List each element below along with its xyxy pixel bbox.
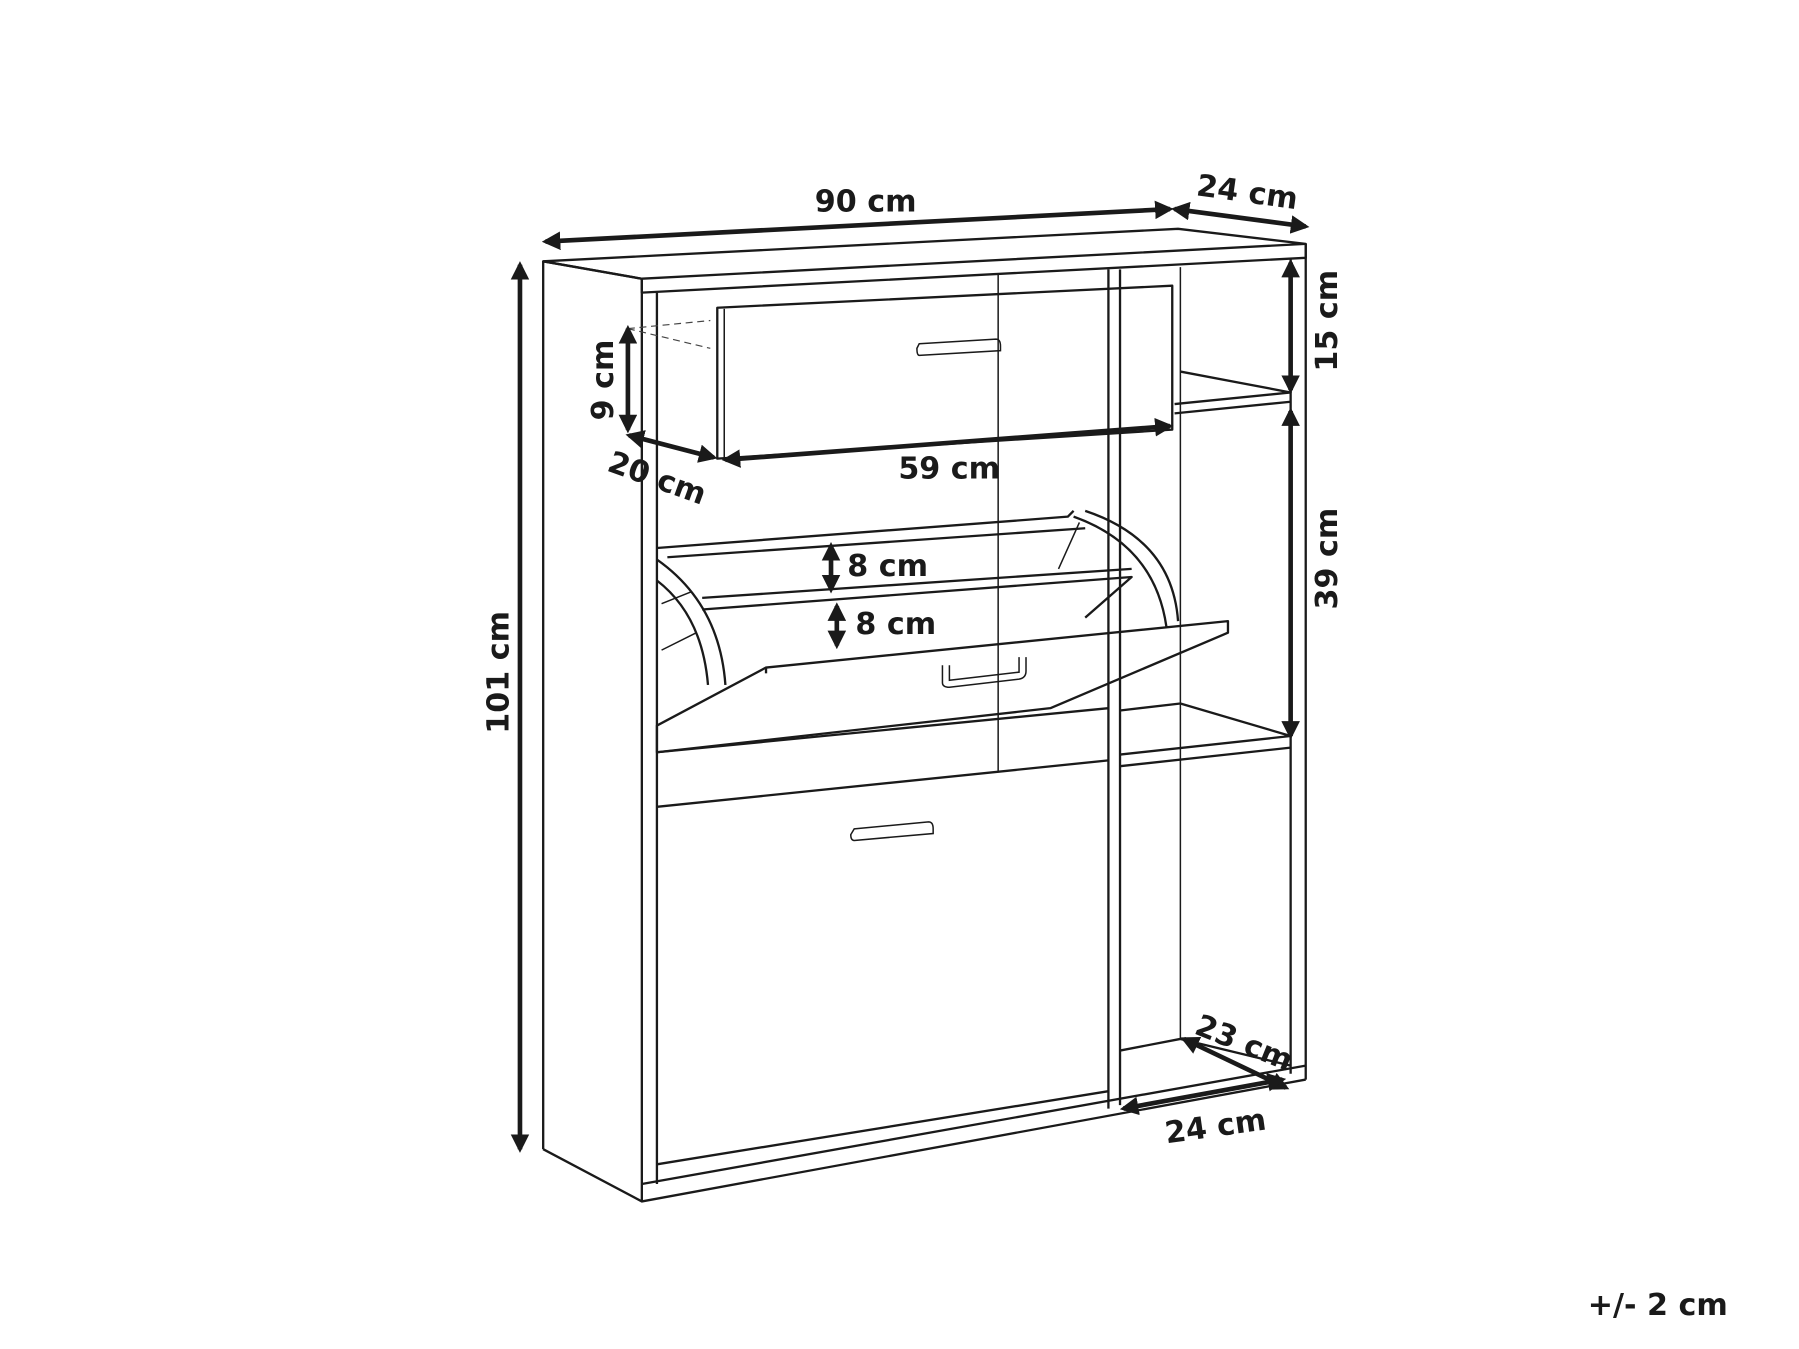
width-label: 90 cm [815, 184, 917, 219]
top-compartment-label: 15 cm [1310, 270, 1345, 372]
dimension-arrows [510, 200, 1310, 1153]
height-label: 101 cm [481, 611, 516, 734]
door-handle-icon [849, 821, 934, 842]
depth-top-label: 24 cm [1194, 168, 1300, 217]
drawer-width-label: 59 cm [898, 451, 1000, 486]
drawer-height-label: 9 cm [586, 340, 621, 421]
flap-upper-label: 8 cm [847, 549, 928, 584]
flap-handle-icon [941, 657, 1027, 689]
dimension-labels: 90 cm 24 cm 101 cm 15 cm 39 cm 9 cm 20 c… [481, 168, 1727, 1323]
bottom-shelf-width-label: 24 cm [1163, 1103, 1269, 1152]
middle-compartment-label: 39 cm [1310, 508, 1345, 610]
flap-lower-label: 8 cm [855, 607, 936, 642]
tolerance-note: +/- 2 cm [1588, 1288, 1728, 1323]
drawer-handle-icon [916, 338, 1002, 357]
cabinet-drawing [542, 227, 1307, 1203]
